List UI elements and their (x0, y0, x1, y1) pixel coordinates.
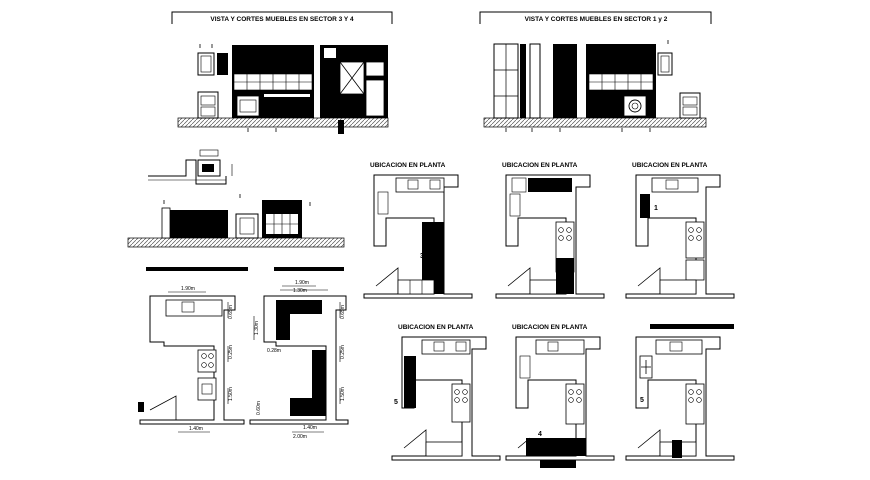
title-sector-3-4: VISTA Y CORTES MUEBLES EN SECTOR 3 Y 4 (210, 16, 354, 23)
dim-b-left-bottom: 0.60m (256, 401, 262, 415)
plan-location-1: UBICACION EN PLANTA 3 (363, 162, 473, 299)
dim-b-right-bottom: 1.50m (340, 387, 346, 401)
sector-number-4: 4 (538, 431, 542, 438)
dim-b-right-top: 0.65m (340, 305, 346, 319)
dim-a-right-top: 0.65m (228, 305, 234, 319)
sector-number-5b: 5 (640, 397, 644, 404)
plan-location-5: UBICACION EN PLANTA 4 (505, 324, 615, 468)
elevation-sector-1-2: VISTA Y CORTES MUEBLES EN SECTOR 1 y 2 (479, 11, 712, 132)
plan-location-2: UBICACION EN PLANTA (495, 162, 605, 299)
sector-number-1: 1 (654, 205, 658, 212)
plan-dimensioned-a: 1.90m 0.65m 0.25m 1.50m 1.40m (138, 267, 248, 433)
dim-a-top: 1.90m (181, 286, 195, 292)
dim-b-top1: 1.90m (295, 280, 309, 286)
plan-dimensioned-b: 1.90m 1.30m 1.30m 0.28m 0.65m 0.25m 1.50… (249, 267, 349, 440)
dim-b-left-mid: 0.28m (267, 348, 281, 354)
plan-location-3: UBICACION EN PLANTA 1 (625, 162, 735, 299)
plan-location-6: 5 (625, 324, 735, 461)
plan-heading-3: UBICACION EN PLANTA (632, 162, 708, 169)
plan-heading-4: UBICACION EN PLANTA (398, 324, 474, 331)
sector-number-3: 3 (420, 253, 424, 260)
plan-heading-1: UBICACION EN PLANTA (370, 162, 446, 169)
dim-a-bottom: 1.40m (189, 426, 203, 432)
dim-a-right-bottom: 1.50m (228, 387, 234, 401)
sector-number-5a: 5 (394, 399, 398, 406)
plan-heading-2: UBICACION EN PLANTA (502, 162, 578, 169)
dim-b-top2: 1.30m (293, 288, 307, 294)
dim-b-bottom1: 1.40m (303, 425, 317, 431)
section-detail (127, 149, 345, 248)
title-sector-1-2: VISTA Y CORTES MUEBLES EN SECTOR 1 y 2 (525, 16, 668, 23)
dim-b-left-top: 1.30m (254, 321, 260, 335)
plan-location-4: UBICACION EN PLANTA 5 (391, 324, 501, 461)
elevation-sector-3-4: VISTA Y CORTES MUEBLES EN SECTOR 3 Y 4 (171, 11, 393, 134)
dim-b-right-mid: 0.25m (340, 345, 346, 359)
plan-heading-5: UBICACION EN PLANTA (512, 324, 588, 331)
dim-a-right-mid: 0.25m (228, 345, 234, 359)
dim-b-bottom2: 2.00m (293, 434, 307, 440)
